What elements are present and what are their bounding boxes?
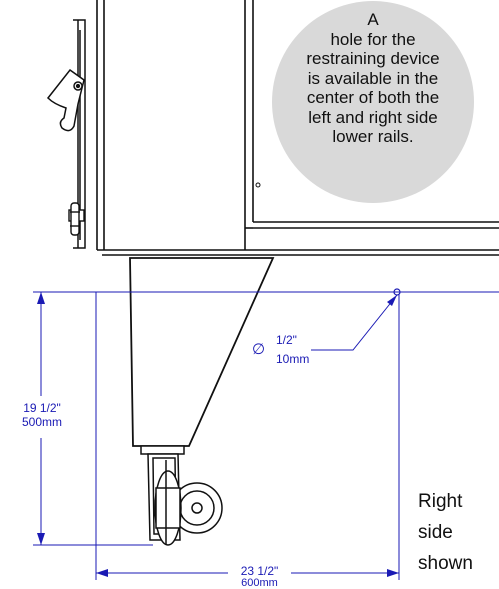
dimension-arrowheads [37,292,399,577]
height-dimension-mm: 500mm [21,415,62,429]
restraint-hole-callout: A hole for the restraining device is ava… [280,10,466,147]
leg [129,257,275,447]
caster-wheel-icon [140,445,223,546]
callout-line: restraining device [306,49,440,68]
callout-bubble [272,1,474,203]
callout-line: A [367,10,379,29]
callout-line: left and right side [308,107,438,127]
hole-size-mm: 10mm [276,352,310,366]
note-line: Right [418,491,463,512]
callout-line: hole for the [330,29,416,49]
callout-line: center of both the [306,88,440,107]
callout-line: is available in the [307,68,439,88]
screw-hole-icon [255,182,261,188]
note-line: side [418,522,453,543]
dimension-lines [33,291,499,580]
note-line: shown [418,553,473,574]
knob-icon [68,202,85,236]
height-dimension-inch: 19 1/2" [23,401,61,415]
side-shown-note: Right side shown [418,486,498,579]
width-dimension-mm: 600mm [241,577,278,589]
hole-size-inch: 1/2" [276,333,297,347]
width-dimension-inch: 23 1/2" [240,564,279,578]
callout-line: lower rails. [332,127,414,146]
diameter-symbol: ∅ [252,341,266,358]
cabinet-body [96,0,499,256]
